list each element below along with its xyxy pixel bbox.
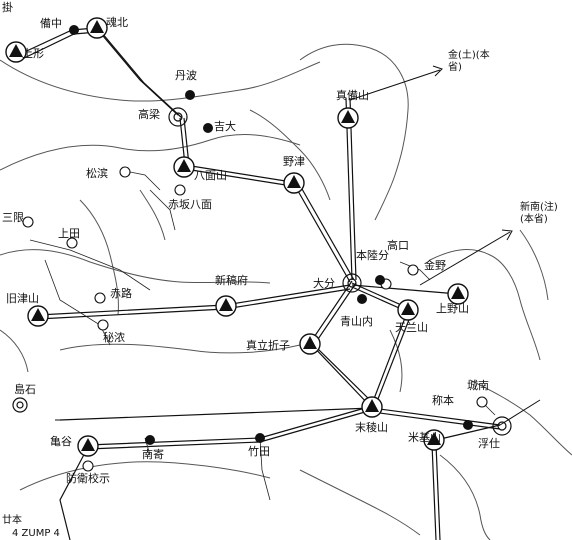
substation-kanzan	[86, 17, 108, 39]
label-kamida: 上田	[58, 227, 80, 240]
substation-hiroshima-east	[361, 396, 383, 418]
switch-takahashi	[168, 107, 188, 127]
label-edge-fragment-left: 上形	[22, 47, 44, 60]
label-higashi: 赤路	[110, 287, 132, 300]
label-izumo: 三限	[2, 211, 24, 224]
switch-obana	[12, 397, 28, 413]
label-sho-ko: 真立折子	[246, 339, 290, 352]
label-minato: 称本	[432, 394, 454, 407]
substation-north	[337, 107, 359, 129]
minor-stations	[22, 166, 488, 472]
label-obana: 島石	[14, 383, 36, 396]
label-yamanaka: 八面山	[194, 169, 227, 182]
substation-yamanaka	[173, 156, 195, 178]
label-tsuyama-south: 秘浓	[103, 331, 125, 344]
substations	[5, 17, 469, 457]
label-takahashi: 高梁	[138, 108, 160, 121]
power-plants	[69, 25, 473, 445]
substation-left-top	[5, 41, 27, 63]
label-minami: 赤坂八面	[168, 198, 212, 211]
label-nishi: 青山内	[340, 315, 373, 328]
label-kakuyama: 魂北	[106, 16, 128, 29]
substation-hatsuzu	[283, 172, 305, 194]
substation-kawaguchi	[447, 283, 469, 305]
label-okayama-1: 大分	[313, 277, 335, 290]
label-corner-fragment: 廿本	[2, 515, 22, 526]
label-tsuyama: 旧津山	[6, 292, 39, 305]
substation-tamano	[397, 299, 419, 321]
substation-tsuyama	[27, 305, 49, 327]
switch-higashiyama	[492, 416, 512, 436]
label-ochi: 真備山	[336, 89, 369, 102]
label-tamano: 天兰山	[395, 321, 428, 334]
label-hatsuzu: 野津	[283, 155, 305, 168]
label-okayama-2: 本陸分	[356, 249, 389, 262]
label-arrow-east: 新南(注)(本省)	[520, 202, 558, 225]
label-iwaki: 亀谷	[50, 435, 72, 448]
label-niimi: 吉大	[214, 120, 236, 133]
switching-stations	[12, 107, 512, 436]
label-okayama-3: 高口	[387, 239, 409, 252]
label-higashiyama: 浮仕	[478, 437, 500, 450]
terrain-contours	[0, 43, 572, 540]
label-scale-note: 4 ZUMP 4	[12, 528, 60, 539]
substation-shinyo	[215, 295, 237, 317]
label-sakae: 松滨	[86, 167, 108, 180]
substation-sho-ko	[299, 333, 321, 355]
label-okakoku: 南寄	[142, 448, 164, 461]
label-bottom-fragment: 防衛校示	[66, 472, 110, 485]
switch-okayama	[342, 273, 362, 293]
label-kawaguchi: 上野山	[436, 302, 469, 315]
label-shinyo: 新稿府	[215, 274, 248, 287]
label-arrow-northeast: 金(土)(本省)	[448, 50, 490, 73]
export-arrows	[55, 65, 541, 426]
substation-nishiki	[423, 429, 445, 451]
label-tanba: 丹波	[175, 69, 197, 82]
label-hiroshima-kita: 備中	[40, 17, 62, 30]
substation-kishi	[77, 435, 99, 457]
label-nishiki: 米基山	[408, 431, 441, 444]
label-akashi: 竹田	[248, 445, 270, 458]
secondary-lines	[29, 169, 496, 501]
label-hiroshima-east: 末稜山	[355, 421, 388, 434]
label-shiki: 城南	[467, 379, 489, 392]
label-top-left-fragment: 掛	[2, 1, 13, 14]
label-okayama-4: 金野	[424, 259, 446, 272]
